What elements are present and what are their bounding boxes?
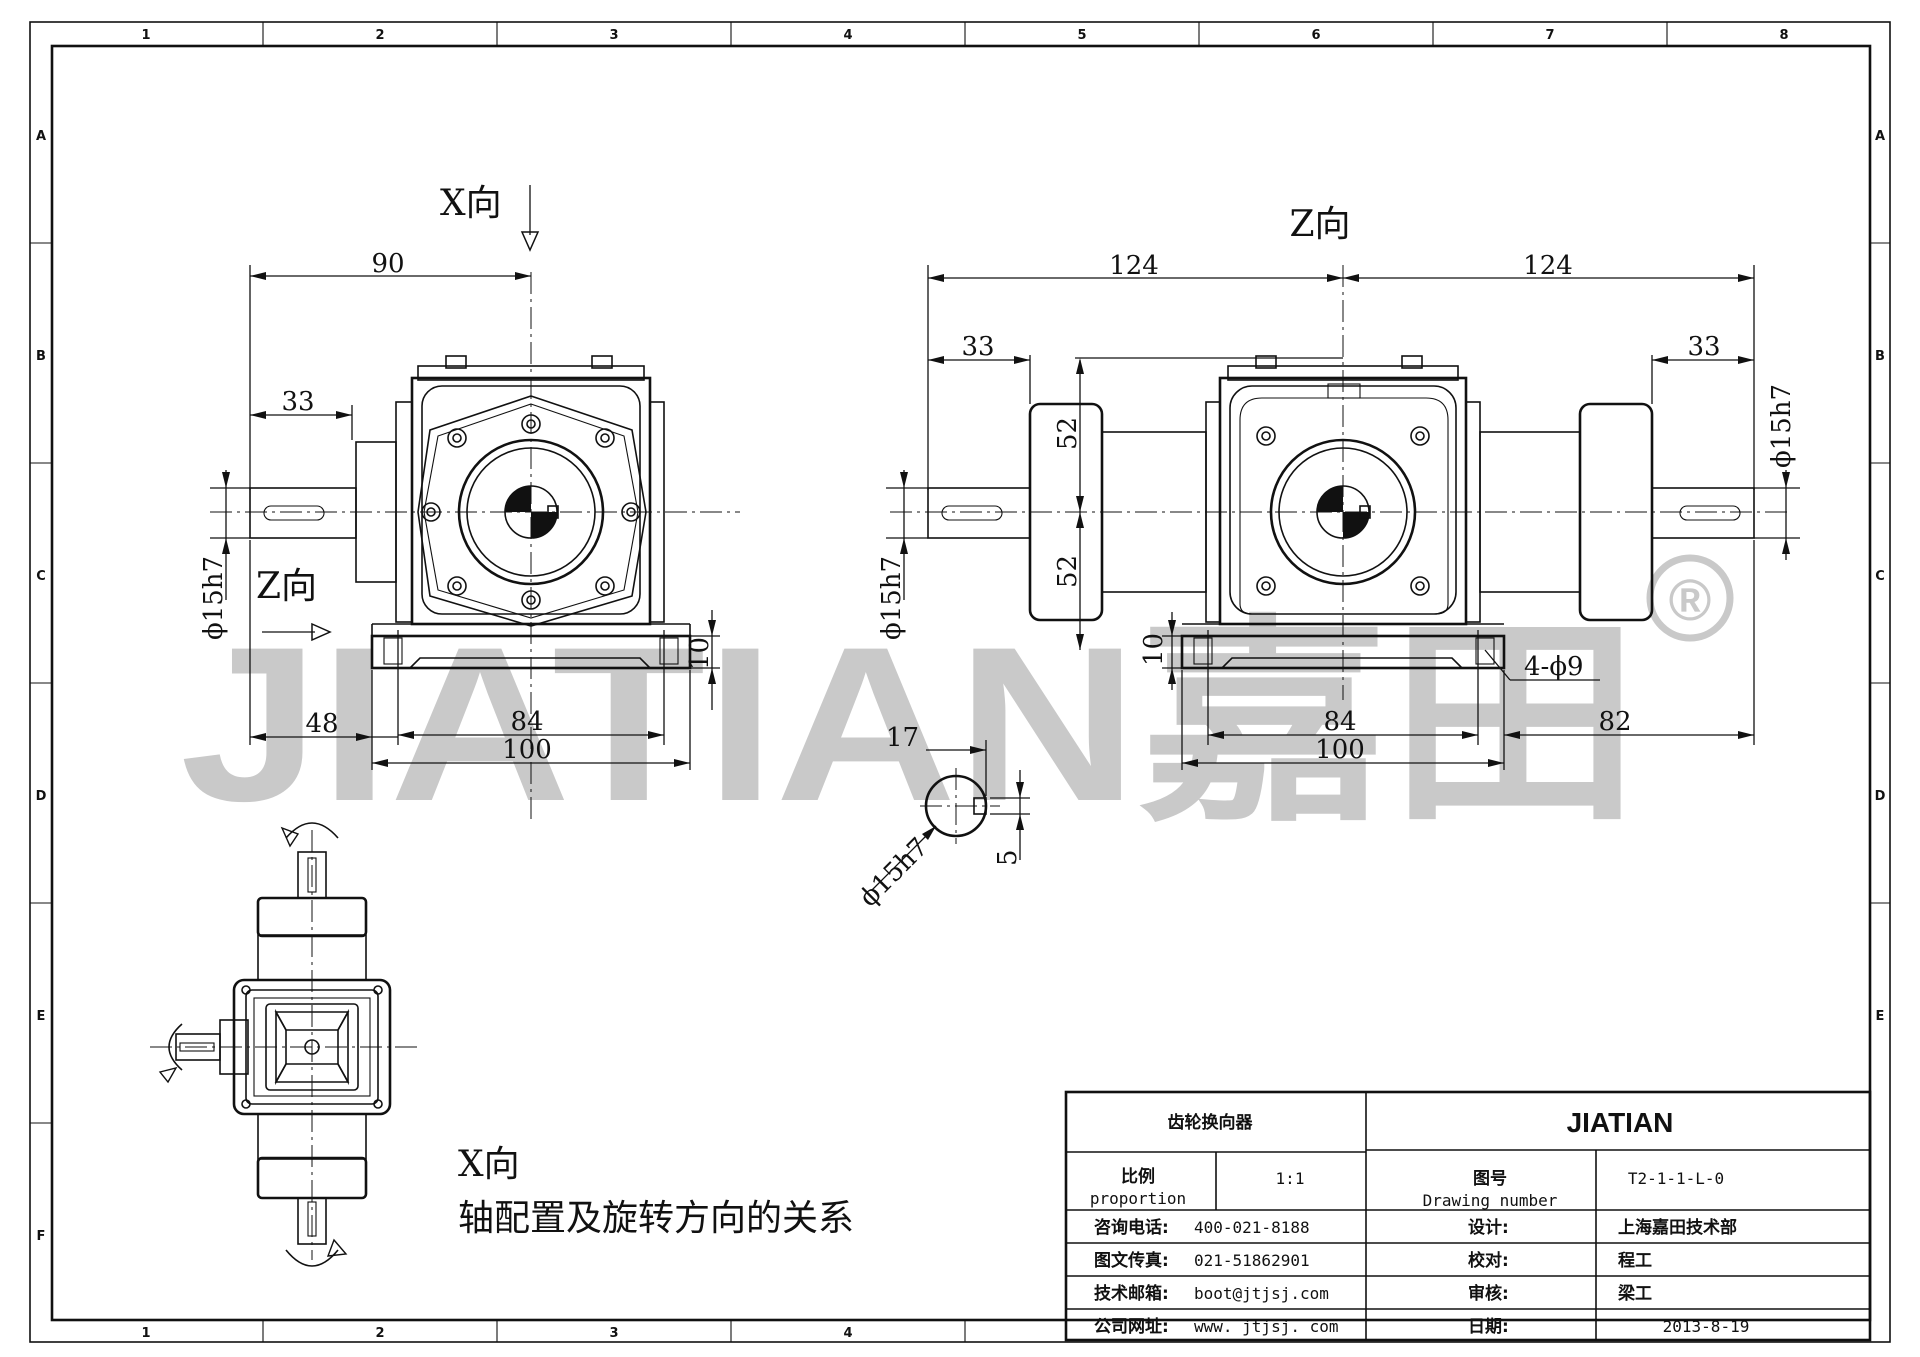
drawing-number-value: T2-1-1-L-0 [1628, 1169, 1724, 1188]
z-direction-arrow-label: Z向 [256, 566, 317, 607]
z-direction-arrow: Z向 [256, 566, 332, 642]
grid-col-2: 2 [375, 28, 384, 43]
scale-value: 1:1 [1276, 1169, 1305, 1188]
x-direction-arrow: X向 [440, 183, 540, 252]
grid-row-b-right: B [1875, 349, 1885, 364]
brand-logo: JIATIAN [1567, 1107, 1674, 1138]
fax-value: 021-51862901 [1194, 1251, 1310, 1270]
dim-100: 100 [502, 735, 552, 765]
grid-col-4-bottom: 4 [843, 1326, 852, 1341]
dim-90: 90 [371, 249, 404, 279]
grid-row-c-right: C [1875, 569, 1885, 584]
dim-left-10: 10 [685, 637, 715, 670]
grid-row-e-right: E [1876, 1009, 1885, 1024]
grid-col-3-bottom: 3 [609, 1326, 618, 1341]
title-block: 齿轮换向器 JIATIAN 比例 proportion 1:1 图号 Drawi… [1064, 1090, 1872, 1342]
scale-label-en: proportion [1090, 1189, 1186, 1208]
review-label: 审核: [1468, 1283, 1509, 1304]
dim-124-right: 124 [1523, 251, 1573, 281]
review-value: 梁工 [1617, 1283, 1652, 1304]
dim-84: 84 [510, 707, 543, 737]
phone-value: 400-021-8188 [1194, 1218, 1310, 1237]
drawing-number-label-cn: 图号 [1473, 1169, 1507, 1189]
z-view-title: Z向 [1289, 204, 1350, 245]
grid-col-1: 1 [141, 28, 150, 43]
front-view-dimensions: 90 33 ϕ15h7 48 84 100 10 [199, 249, 720, 770]
check-label: 校对: [1468, 1250, 1509, 1271]
dim-right-84: 84 [1323, 707, 1356, 737]
email-label: 技术邮箱: [1094, 1283, 1169, 1304]
dim-right-10: 10 [1139, 633, 1169, 666]
drawing-number-label-en: Drawing number [1423, 1191, 1558, 1210]
check-value: 程工 [1618, 1251, 1652, 1271]
product-name: 齿轮换向器 [1168, 1112, 1254, 1133]
grid-row-a: A [36, 129, 46, 144]
dim-124-left: 124 [1109, 251, 1159, 281]
grid-row-d: D [36, 789, 47, 804]
drawing-frame: 1 2 3 4 5 6 7 8 1 2 3 4 A B C D E F A B … [29, 21, 1891, 1343]
email-value: boot@jtjsj.com [1194, 1284, 1329, 1303]
grid-row-b: B [36, 349, 46, 364]
date-label: 日期: [1468, 1317, 1509, 1337]
grid-row-e: E [37, 1009, 46, 1024]
dim-holes: 4-ϕ9 [1524, 652, 1584, 682]
dim-82: 82 [1598, 707, 1631, 737]
registered-mark-letter: ® [1669, 568, 1712, 633]
dim-key-17: 17 [886, 723, 919, 753]
dim-key-5: 5 [993, 849, 1023, 866]
grid-col-6: 6 [1311, 28, 1320, 43]
shaft-configuration-view [150, 822, 420, 1267]
website-label: 公司网址: [1094, 1317, 1169, 1337]
grid-col-1-bottom: 1 [141, 1326, 150, 1341]
dim-33: 33 [281, 387, 314, 417]
dim-52-top: 52 [1053, 417, 1083, 450]
scale-label-cn: 比例 [1121, 1166, 1155, 1187]
phone-label: 咨询电话: [1094, 1217, 1169, 1238]
fax-label: 图文传真: [1094, 1250, 1169, 1271]
grid-col-8: 8 [1779, 28, 1788, 43]
side-view-z [890, 265, 1790, 700]
grid-col-7: 7 [1545, 28, 1554, 43]
grid-col-3: 3 [609, 28, 618, 43]
dim-33-right: 33 [1687, 332, 1720, 362]
shaft-configuration-caption: X向 轴配置及旋转方向的关系 [458, 1144, 854, 1239]
date-value: 2013-8-19 [1663, 1317, 1750, 1336]
website-value: www. jtjsj. com [1194, 1317, 1339, 1336]
design-label: 设计: [1468, 1217, 1509, 1238]
x-direction-label: X向 [440, 183, 502, 224]
grid-col-2-bottom: 2 [375, 1326, 384, 1341]
caption-shaft-relationship: 轴配置及旋转方向的关系 [458, 1198, 854, 1239]
grid-row-c: C [36, 569, 46, 584]
caption-x-direction: X向 [458, 1144, 520, 1185]
grid-row-a-right: A [1875, 129, 1885, 144]
dim-33-left: 33 [961, 332, 994, 362]
grid-row-d-right: D [1875, 789, 1886, 804]
front-view [210, 272, 740, 820]
dim-right-100: 100 [1315, 735, 1365, 765]
dim-left-shaft-dia: ϕ15h7 [199, 556, 229, 640]
dim-48: 48 [305, 709, 338, 739]
registered-mark-icon [1646, 554, 1734, 642]
grid-col-4: 4 [843, 28, 852, 43]
design-value: 上海嘉田技术部 [1618, 1217, 1737, 1238]
grid-col-5: 5 [1077, 28, 1086, 43]
watermark-text: JIATIAN嘉田 [180, 601, 1640, 847]
side-view-dimensions: 124 124 33 33 52 52 ϕ15h7 ϕ15h7 10 4-ϕ [877, 251, 1800, 770]
grid-row-f: F [37, 1229, 46, 1244]
watermark: JIATIAN嘉田 ® [180, 554, 1734, 847]
dim-52-bottom: 52 [1053, 555, 1083, 588]
dim-right-shaft-dia-right: ϕ15h7 [1767, 384, 1797, 468]
dim-right-shaft-dia-left: ϕ15h7 [877, 556, 907, 640]
